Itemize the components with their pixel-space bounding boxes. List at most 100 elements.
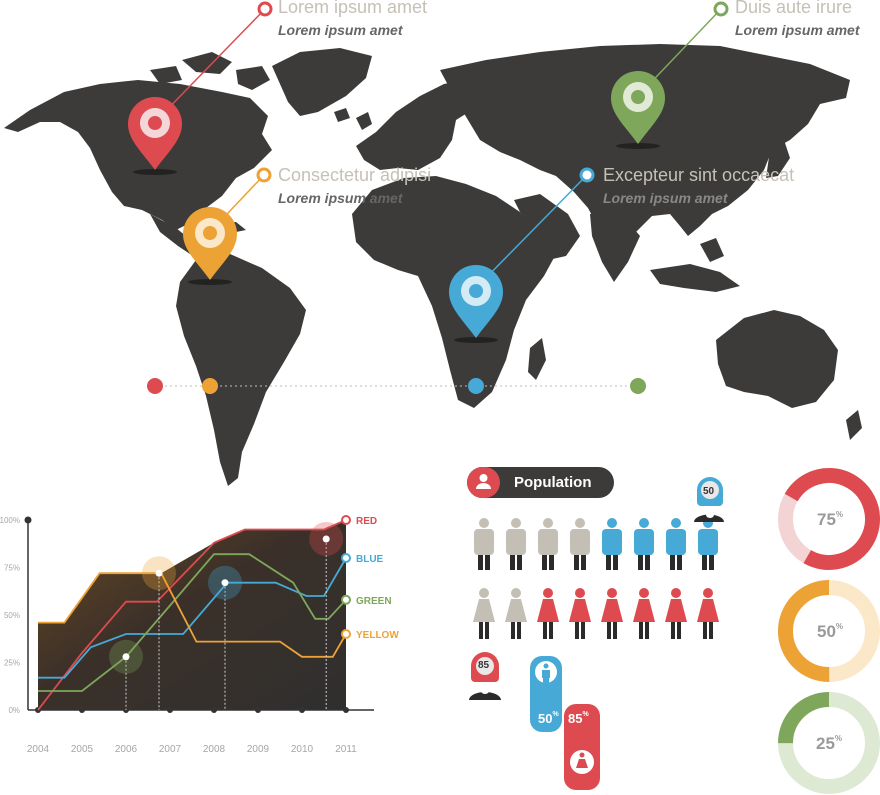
donut-arc [778, 468, 880, 570]
female-person-icon [505, 588, 527, 639]
x-tick-label: 2011 [335, 744, 357, 755]
pin-title-blue: Excepteur sint occaecat [603, 165, 795, 185]
series-line-yellow [38, 572, 347, 658]
male-tag-value: 50% [538, 711, 559, 726]
female-person-icon [537, 588, 559, 639]
x-tick-label: 2008 [203, 744, 226, 755]
population-figures [469, 477, 724, 790]
pin-subtitle-red: Lorem ipsum amet [278, 22, 403, 38]
male-badge [694, 477, 724, 522]
highlight-point[interactable] [155, 569, 163, 577]
population-label: Population [514, 474, 592, 491]
pin-subtitle-orange: Lorem ipsum amet [278, 190, 403, 206]
female-badge-value: 85 [478, 660, 490, 671]
donut-label-75: 75% [817, 510, 844, 529]
y-tick-label: 25% [4, 659, 20, 668]
chart-background-area [38, 520, 346, 710]
legend-red: RED [356, 516, 377, 527]
y-axis-cap [24, 516, 32, 524]
chart-lines [37, 519, 347, 711]
donut-label-50: 50% [817, 622, 844, 641]
pin-title-red: Lorem ipsum amet [278, 0, 428, 17]
series-end-red[interactable] [341, 515, 351, 525]
male-badge-value: 50 [703, 486, 715, 497]
female-person-icon [697, 588, 719, 639]
pin-anchor-blue [579, 167, 595, 183]
male-person-icon [634, 518, 654, 570]
x-tick-label: 2010 [291, 744, 314, 755]
male-tag [530, 656, 562, 732]
female-person-icon [569, 588, 591, 639]
legend-yellow: YELLOW [356, 630, 399, 641]
world-map [4, 1, 862, 486]
x-tick-label: 2006 [115, 744, 138, 755]
x-tick-label: 2007 [159, 744, 182, 755]
series-line-red [37, 519, 347, 711]
series-line-green [38, 553, 347, 692]
male-person-icon [570, 518, 590, 570]
male-person-icon [538, 518, 558, 570]
pin-anchor-green [713, 1, 729, 17]
pin-subtitle-blue: Lorem ipsum amet [603, 190, 728, 206]
male-person-icon [698, 518, 718, 570]
map-pin-icon[interactable] [449, 265, 503, 343]
donut-arc [778, 580, 880, 682]
donut-charts [778, 468, 880, 794]
female-person-icon [665, 588, 687, 639]
male-person-icon [474, 518, 494, 570]
pin-dot-green[interactable] [630, 378, 646, 394]
x-tick-dot [211, 707, 217, 713]
legend-blue: BLUE [356, 554, 384, 565]
female-person-icon [473, 588, 495, 639]
pin-dot-red[interactable] [147, 378, 163, 394]
series-end-blue[interactable] [341, 553, 351, 563]
x-tick-dot [255, 707, 261, 713]
highlight-point[interactable] [221, 579, 229, 587]
highlight-point[interactable] [322, 535, 330, 543]
pin-leader-red [154, 8, 266, 123]
map-pin-icon[interactable] [611, 71, 665, 149]
x-tick-dot [343, 707, 349, 713]
male-person-icon [666, 518, 686, 570]
person-icon [476, 474, 491, 489]
y-tick-label: 100% [0, 516, 20, 525]
female-tag-value: 85% [568, 711, 589, 726]
pin-title-orange: Consectetur adipisi [278, 165, 432, 185]
legend-green: GREEN [356, 596, 392, 607]
pin-anchor-orange [256, 167, 272, 183]
y-tick-label: 75% [4, 564, 20, 573]
female-tag [564, 704, 600, 790]
map-pin-icon[interactable] [183, 207, 237, 285]
x-tick-dot [299, 707, 305, 713]
person-icon-badge [467, 467, 500, 498]
series-end-yellow[interactable] [341, 629, 351, 639]
female-badge [469, 652, 501, 700]
donut-label-25: 25% [816, 734, 843, 753]
pin-dot-blue[interactable] [468, 378, 484, 394]
chart-points: RED BLUE GREEN YELLOW [109, 515, 399, 710]
x-tick-label: 2009 [247, 744, 270, 755]
female-person-icon [633, 588, 655, 639]
x-tick-label: 2004 [27, 744, 50, 755]
highlight-point[interactable] [122, 653, 130, 661]
pin-subtitle-green: Lorem ipsum amet [735, 22, 860, 38]
donut-75 [778, 468, 880, 570]
donut-25 [778, 692, 880, 794]
map-pin-icon[interactable] [128, 97, 182, 175]
series-line-blue [38, 557, 347, 679]
donut-arc [778, 692, 880, 794]
pin-leader-blue [475, 174, 588, 289]
donut-50 [778, 580, 880, 682]
male-person-icon [602, 518, 622, 570]
series-end-green[interactable] [341, 594, 351, 605]
x-tick-dot [79, 707, 85, 713]
female-person-icon [601, 588, 623, 639]
pin-title-green: Duis aute irure [735, 0, 853, 17]
y-tick-label: 50% [4, 611, 20, 620]
y-tick-label: 0% [8, 706, 20, 715]
x-tick-dot [167, 707, 173, 713]
male-person-icon [506, 518, 526, 570]
pin-anchor-red [257, 1, 273, 17]
pin-dot-orange[interactable] [202, 378, 218, 394]
